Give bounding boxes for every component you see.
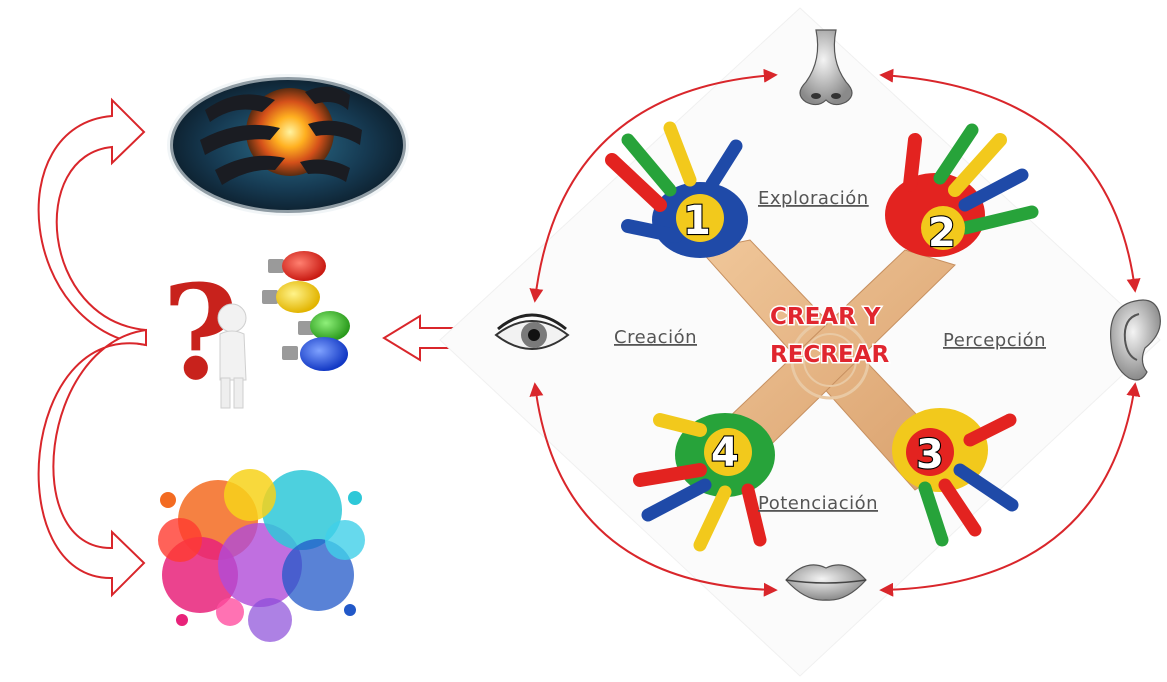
question-lightbulbs-image: ?: [146, 244, 362, 428]
paint-splash-image: [158, 469, 365, 642]
curved-arrow-to-splash: [37, 328, 147, 598]
hand-2: [885, 123, 1039, 257]
lightbulb-green-icon: [298, 311, 350, 341]
arrow-lips-eye: [529, 382, 778, 597]
lightbulb-red-icon: [268, 251, 326, 281]
arrow-eye-nose: [529, 68, 778, 303]
hand-1: [605, 121, 748, 258]
lightbulb-blue-icon: [282, 337, 348, 371]
stage-number-2: 2: [928, 210, 956, 256]
hand-3: [892, 408, 1019, 547]
center-title-line1: CREAR Y: [770, 304, 881, 330]
label-creacion: Creación: [614, 327, 697, 348]
left-panel: ?: [37, 74, 471, 642]
arrow-nose-ear: [879, 68, 1141, 293]
label-exploracion: Exploración: [758, 188, 869, 209]
curved-arrows: [37, 97, 147, 598]
hand-4: [633, 413, 775, 552]
energy-orb-image: [167, 74, 409, 216]
arrow-ear-lips: [879, 382, 1141, 597]
cycle-arrows: [529, 68, 1141, 597]
cycle-panel: 1 2 3 4 Exploración Percepción Potenciac…: [439, 7, 1161, 677]
nose-icon: [799, 29, 853, 106]
eye-icon: [494, 313, 570, 350]
label-potenciacion: Potenciación: [758, 493, 878, 514]
center-title-line2: RECREAR: [770, 342, 890, 368]
label-percepcion: Percepción: [943, 330, 1046, 351]
lips-icon: [785, 564, 867, 601]
ear-icon: [1110, 299, 1161, 381]
stage-number-4: 4: [711, 430, 739, 476]
stage-number-1: 1: [683, 198, 711, 244]
curved-arrow-to-orb: [37, 97, 147, 347]
stage-number-3: 3: [916, 432, 944, 478]
lightbulb-yellow-icon: [262, 281, 320, 313]
